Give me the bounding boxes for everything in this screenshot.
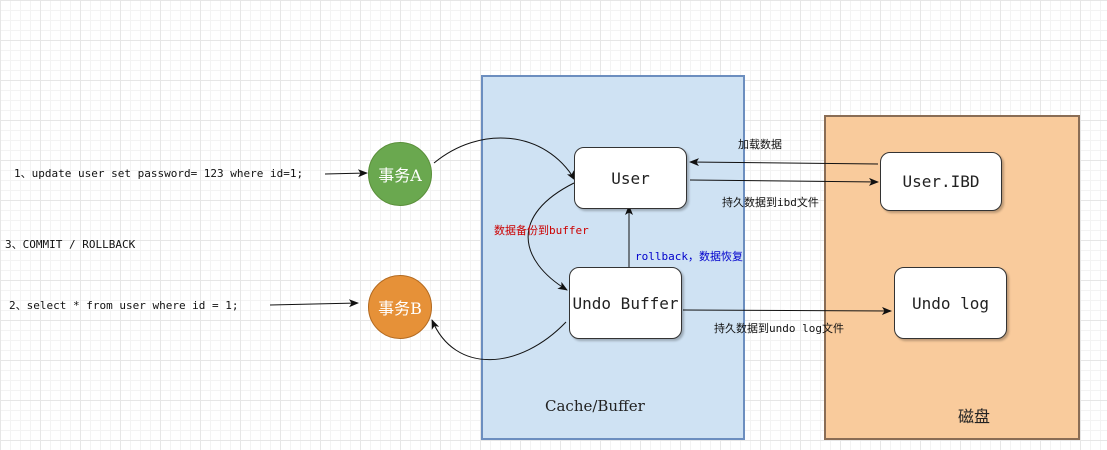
transaction-a-node: 事务A [368, 142, 432, 206]
cache-buffer-label: Cache/Buffer [545, 397, 645, 415]
label-persist-undo-log: 持久数据到undo log文件 [714, 322, 844, 335]
transaction-b-node: 事务B [368, 275, 432, 339]
user-node: User [574, 147, 687, 209]
edge-select-to-txn-b [269, 299, 359, 308]
label-rollback: rollback，数据恢复 [635, 250, 743, 263]
label-persist-ibd: 持久数据到ibd文件 [722, 196, 819, 209]
undo-log-node: Undo log [894, 267, 1007, 339]
edge-undo-buffer-to-txn-b [431, 319, 567, 361]
label-backup-to-buffer: 数据备份到buffer [494, 224, 589, 237]
label-load-data: 加载数据 [738, 138, 782, 151]
select-statement: 2、select * from user where id = 1; [9, 299, 239, 312]
undo-buffer-node: Undo Buffer [569, 267, 682, 339]
cache-buffer-region [481, 75, 745, 440]
disk-label: 磁盘 [958, 407, 991, 426]
edge-undo-buffer-to-undo-log [682, 306, 892, 315]
user-ibd-node: User.IBD [880, 152, 1002, 211]
commit-statement: 3、COMMIT / ROLLBACK [5, 238, 136, 251]
edge-backup-user-to-undo [527, 182, 575, 291]
edge-user-to-ibd [689, 177, 879, 186]
edge-ibd-to-user [689, 158, 879, 167]
update-statement: 1、update user set password= 123 where id… [14, 167, 304, 180]
edge-txn-a-to-user [433, 137, 576, 181]
edge-update-to-txn-a [324, 169, 368, 178]
